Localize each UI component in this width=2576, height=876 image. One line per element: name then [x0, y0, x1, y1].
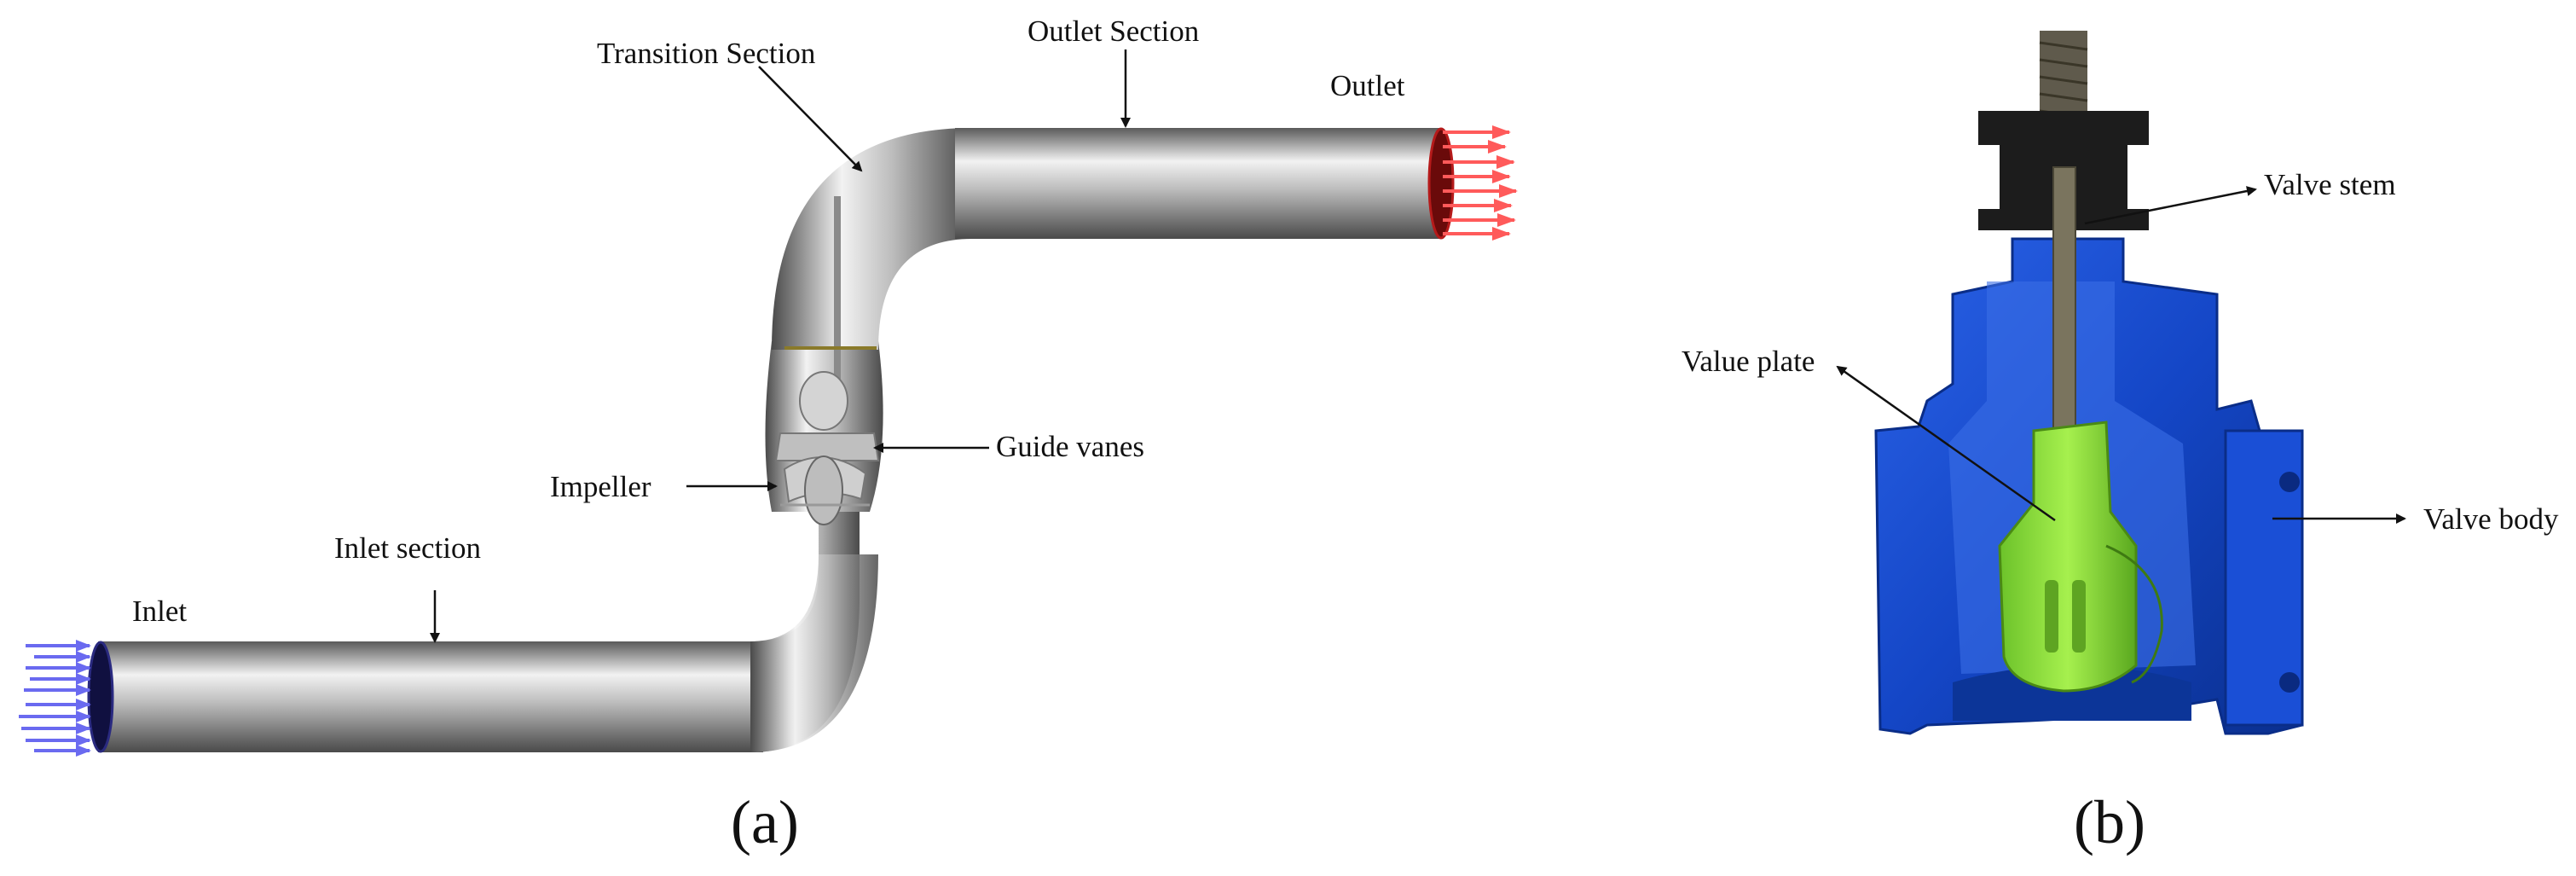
label-value-plate: Value plate [1682, 345, 1815, 378]
caption-a: (a) [731, 788, 799, 856]
label-guide-vanes: Guide vanes [996, 430, 1144, 463]
label-inlet: Inlet [132, 595, 187, 628]
valve-plate [1998, 421, 2163, 693]
outflow-arrows [1443, 125, 1518, 241]
label-valve-stem: Valve stem [2264, 168, 2396, 201]
label-outlet: Outlet [1330, 69, 1405, 102]
label-transition-section: Transition Section [597, 37, 815, 70]
pipe [98, 128, 1441, 752]
label-inlet-section: Inlet section [334, 531, 481, 565]
leader-lines-b [1836, 186, 2406, 524]
label-impeller: Impeller [550, 470, 651, 503]
panel-a: Inlet Inlet section Impeller Guide vanes… [19, 15, 1518, 856]
leader-lines-a [430, 49, 1131, 643]
inflow-arrows [19, 640, 91, 757]
label-valve-body: Valve body [2423, 502, 2559, 536]
shaft [834, 196, 841, 392]
valve-stem [2052, 166, 2076, 450]
impeller-assembly [774, 371, 880, 525]
outlet-face [1427, 127, 1455, 240]
inlet-face [87, 641, 114, 753]
label-outlet-section: Outlet Section [1028, 15, 1199, 48]
panel-b: Valve stem Value plate Valve body (b) [1682, 31, 2559, 856]
caption-b: (b) [2074, 788, 2145, 856]
